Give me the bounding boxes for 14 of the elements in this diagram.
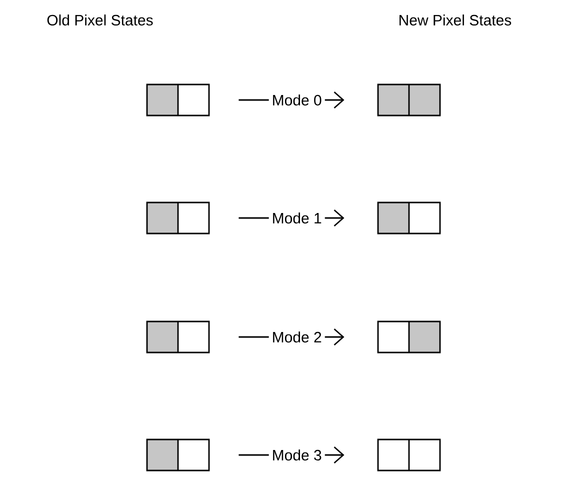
- pixel-pair: [377, 84, 441, 116]
- edge-label: Mode 3: [273, 450, 322, 460]
- pixel-pair: [146, 84, 210, 116]
- column-heading: New Pixel States: [400, 14, 512, 26]
- pixel-pair: [146, 320, 210, 354]
- edge-label: Mode 0: [273, 94, 322, 106]
- pixel-pair: [146, 438, 210, 472]
- pixel-pair: [377, 438, 441, 472]
- edge-label: Mode 2: [273, 332, 322, 342]
- pixel-pair: [146, 202, 210, 234]
- edge-label: Mode 1: [273, 212, 322, 224]
- pixel-pair: [377, 202, 441, 234]
- column-heading: Old Pixel States: [47, 14, 153, 26]
- pixel-pair: [377, 320, 441, 354]
